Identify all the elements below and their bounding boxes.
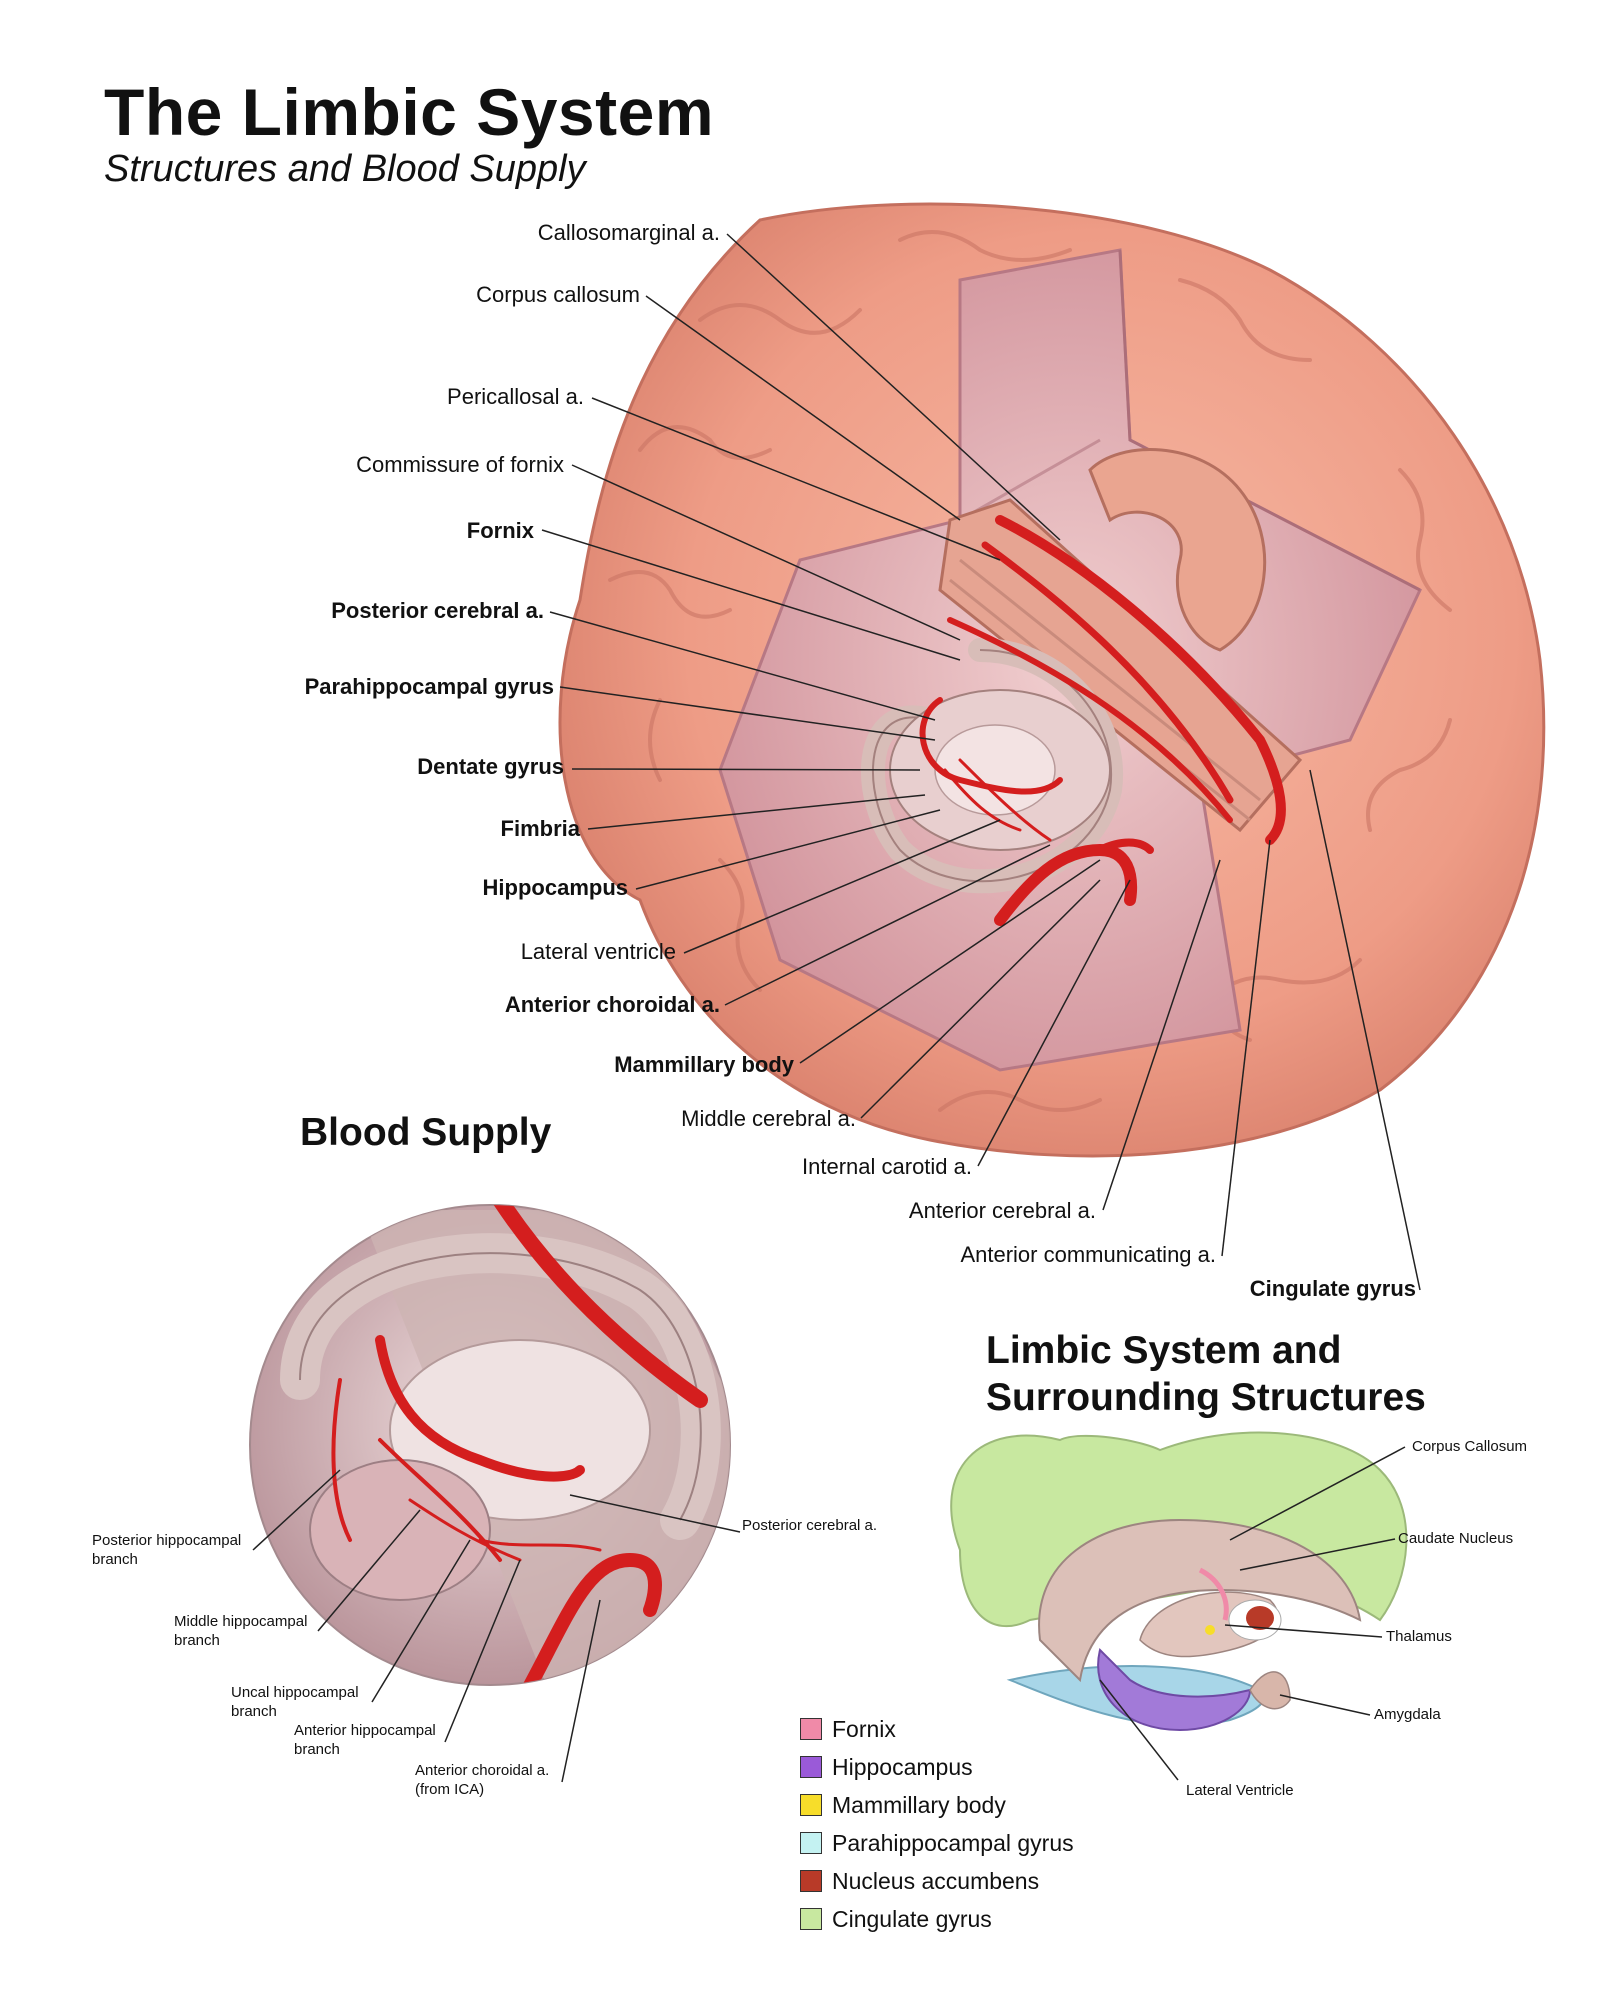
label-anterior-choroidal-artery: Anterior choroidal a. bbox=[504, 992, 720, 1017]
legend-swatch bbox=[800, 1832, 822, 1854]
legend-swatch bbox=[800, 1908, 822, 1930]
label-callosomarginal-artery: Callosomarginal a. bbox=[537, 220, 720, 245]
page-title: The Limbic System bbox=[104, 75, 715, 149]
main-leader-lines bbox=[541, 233, 1421, 1291]
legend-swatch bbox=[800, 1794, 822, 1816]
label-commissure-of-fornix: Commissure of fornix bbox=[356, 452, 564, 477]
gyri-folds bbox=[608, 230, 1452, 1112]
label-posterior-cerebral-artery: Posterior cerebral a. bbox=[331, 598, 544, 623]
blood-supply-title: Blood Supply bbox=[300, 1111, 552, 1154]
label-anterior-cerebral-artery: Anterior cerebral a. bbox=[908, 1198, 1096, 1223]
label-anterior-communicating-artery: Anterior communicating a. bbox=[960, 1242, 1216, 1267]
label-mammillary-body: Mammillary body bbox=[614, 1052, 794, 1077]
mammillary-shape bbox=[1205, 1625, 1215, 1635]
amygdala-shape bbox=[1249, 1671, 1291, 1710]
legend-item: Mammillary body bbox=[800, 1786, 1074, 1824]
legend-swatch bbox=[800, 1756, 822, 1778]
legend-swatch bbox=[800, 1718, 822, 1740]
label-pericallosal-artery: Pericallosal a. bbox=[447, 384, 584, 409]
color-legend: Fornix Hippocampus Mammillary body Parah… bbox=[800, 1710, 1074, 1938]
legend-item: Fornix bbox=[800, 1710, 1074, 1748]
legend-item: Cingulate gyrus bbox=[800, 1900, 1074, 1938]
label-posterior-hippocampal-branch: Posterior hippocampal branch bbox=[92, 1532, 242, 1568]
label-thalamus: Thalamus bbox=[1386, 1628, 1452, 1645]
blood-supply-leaders bbox=[252, 1469, 741, 1783]
legend-item: Parahippocampal gyrus bbox=[800, 1824, 1074, 1862]
label-anterior-choroidal-from-ica: Anterior choroidal a. (from ICA) bbox=[415, 1762, 550, 1798]
fornix-shape bbox=[1198, 1567, 1229, 1621]
label-lateral-ventricle-inset: Lateral Ventricle bbox=[1186, 1782, 1294, 1799]
label-fornix: Fornix bbox=[466, 518, 534, 543]
hippocampus-shape bbox=[1097, 1648, 1252, 1732]
arteries bbox=[919, 515, 1286, 926]
label-corpus-callosum: Corpus callosum bbox=[476, 282, 640, 307]
label-anterior-hippocampal-branch: Anterior hippocampal branch bbox=[294, 1722, 436, 1758]
page-subtitle: Structures and Blood Supply bbox=[104, 148, 586, 190]
surrounding-title: Limbic System and Surrounding Structures bbox=[986, 1329, 1426, 1419]
label-amygdala: Amygdala bbox=[1374, 1706, 1441, 1723]
label-corpus-callosum-inset: Corpus Callosum bbox=[1412, 1438, 1528, 1455]
label-caudate-nucleus: Caudate Nucleus bbox=[1398, 1530, 1514, 1547]
label-middle-cerebral-artery: Middle cerebral a. bbox=[681, 1106, 856, 1131]
corpus-callosum-shape bbox=[1038, 1518, 1362, 1683]
label-fimbria: Fimbria bbox=[500, 816, 580, 841]
nucleus-accumbens-shape bbox=[1246, 1606, 1274, 1630]
cingulate-arch bbox=[1088, 448, 1267, 652]
label-internal-carotid-artery: Internal carotid a. bbox=[802, 1154, 972, 1179]
legend-swatch bbox=[800, 1870, 822, 1892]
legend-item: Hippocampus bbox=[800, 1748, 1074, 1786]
label-hippocampus: Hippocampus bbox=[482, 875, 628, 900]
label-posterior-cerebral-artery-inset: Posterior cerebral a. bbox=[742, 1517, 878, 1534]
surrounding-structures bbox=[950, 1431, 1408, 1732]
legend-item: Nucleus accumbens bbox=[800, 1862, 1074, 1900]
label-uncal-hippocampal-branch: Uncal hippocampal branch bbox=[231, 1684, 359, 1720]
label-middle-hippocampal-branch: Middle hippocampal branch bbox=[174, 1613, 308, 1649]
surrounding-leaders bbox=[1099, 1446, 1406, 1781]
label-parahippocampal-gyrus: Parahippocampal gyrus bbox=[304, 674, 554, 699]
label-dentate-gyrus: Dentate gyrus bbox=[417, 754, 564, 779]
label-lateral-ventricle: Lateral ventricle bbox=[520, 939, 676, 964]
blood-supply-circle bbox=[249, 1204, 731, 1686]
label-cingulate-gyrus: Cingulate gyrus bbox=[1249, 1276, 1416, 1301]
